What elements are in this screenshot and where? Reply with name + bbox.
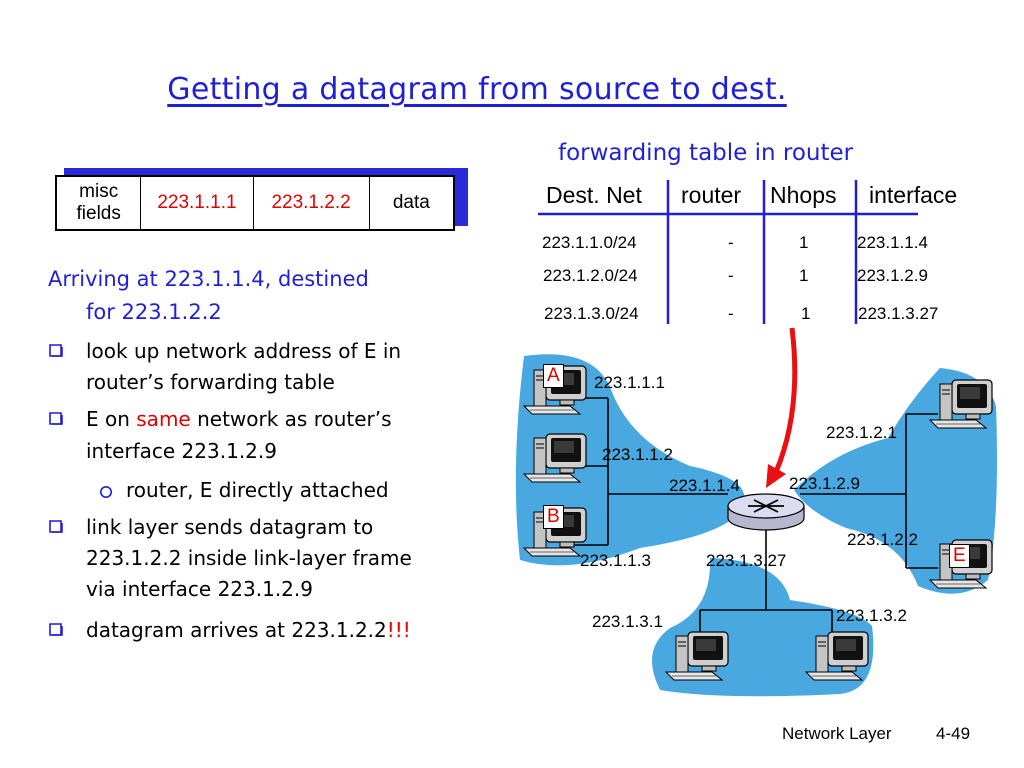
fwd-row-3-nhops: 1 [801,304,811,323]
header-dest-net: Dest. Net [546,182,642,208]
fwd-row-3-dest: 223.1.3.0/24 [544,304,639,323]
addr-223-1-1-2: 223.1.1.2 [602,445,673,464]
addr-223-1-2-2: 223.1.2.2 [847,530,918,549]
header-interface: interface [869,182,958,208]
bullet-2-pre: E on [86,407,137,431]
datagram-source-address: 223.1.1.1 [141,177,254,229]
misc-label: misc [79,181,119,202]
bullet-4-pre: datagram arrives at 223.1.2.2 [86,618,387,642]
header-router: router [681,182,742,208]
addr-223-1-3-2: 223.1.3.2 [836,606,907,625]
bullet-2-line-1: E on same network as router’s [86,404,486,435]
bullet-3-line-2: 223.1.2.2 inside link-layer frame [86,546,412,570]
fwd-row-2-nhops: 1 [799,266,809,285]
bullet-2-line-2: interface 223.1.2.9 [86,439,277,463]
bullet-square-icon [49,412,65,426]
bullet-4-exclaim: !!! [386,618,411,642]
bullet-square-icon [49,344,65,358]
forwarding-table-caption: forwarding table in router [558,140,854,166]
bullet-3-line-3: via interface 223.1.2.9 [86,577,313,601]
fwd-row-2-dest: 223.1.2.0/24 [543,266,638,285]
arriving-line-1: Arriving at 223.1.1.4, destined [48,267,369,291]
addr-223-1-2-9: 223.1.2.9 [789,474,860,493]
footer-page-number: 4-49 [936,724,971,743]
arriving-line-2: for 223.1.2.2 [86,300,222,324]
sub-bullet-1: router, E directly attached [126,478,389,502]
addr-223-1-1-3: 223.1.1.3 [580,551,651,570]
bullet-1-line-2: router’s forwarding table [86,370,335,394]
fwd-row-2-interface: 223.1.2.9 [857,266,928,285]
host-e-label: E [949,544,970,568]
addr-223-1-1-1: 223.1.1.1 [594,373,665,392]
router-icon [727,493,805,531]
datagram-data: data [392,192,430,213]
addr-223-1-2-1: 223.1.2.1 [826,423,897,442]
fwd-row-2-router: - [728,266,734,285]
network-wires [560,397,938,640]
forwarding-arrow [766,327,798,488]
addr-223-1-3-27: 223.1.3.27 [706,551,787,570]
addr-223-1-3-1: 223.1.3.1 [592,612,663,631]
fwd-row-1-dest: 223.1.1.0/24 [542,233,637,252]
addr-223-1-1-4: 223.1.1.4 [669,476,740,495]
bullet-4: datagram arrives at 223.1.2.2!!! [86,615,486,646]
host-a-label: A [543,364,564,388]
bullet-2-post: network as router’s [190,407,392,431]
bullet-circle-icon [99,484,113,503]
host-b-label: B [543,505,564,529]
fwd-row-3-router: - [728,304,734,323]
bullet-square-icon [49,623,65,637]
bullet-3-line-1: link layer sends datagram to [86,515,374,539]
bullet-square-icon [49,520,65,534]
fwd-row-3-interface: 223.1.3.27 [858,304,939,323]
bullet-1-line-1: look up network address of E in [86,339,402,363]
datagram-dest-address: 223.1.2.2 [254,177,370,229]
fields-label: fields [76,203,121,224]
fwd-row-1-router: - [728,233,734,252]
fwd-row-1-interface: 223.1.1.4 [857,233,928,252]
slide-title: Getting a datagram from source to dest. [167,72,787,107]
fwd-row-1-nhops: 1 [799,233,809,252]
header-nhops: Nhops [770,182,837,208]
bullet-2-same: same [136,407,191,431]
footer-chapter: Network Layer [782,724,892,743]
